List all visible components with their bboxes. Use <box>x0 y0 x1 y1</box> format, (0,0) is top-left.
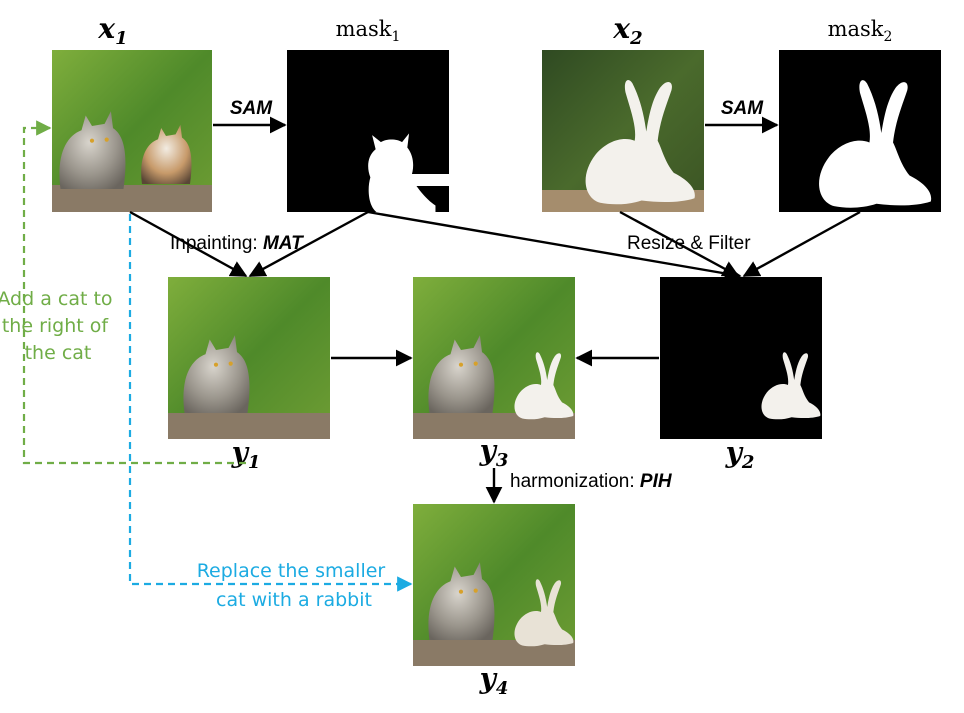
y2-label: y2 <box>725 436 755 473</box>
inpainting-label: Inpainting: MAT <box>170 233 304 254</box>
arrow-x1-to-y1 <box>129 210 248 278</box>
arrow-mask1-to-y2 <box>367 210 742 282</box>
arrow-mask1-to-y1 <box>248 210 369 278</box>
y2-image <box>660 277 822 439</box>
arrow-mask2-to-y2 <box>742 210 861 278</box>
x2-label: x2 <box>612 12 642 49</box>
x2-image <box>542 50 704 212</box>
y3-image <box>413 277 575 439</box>
y1-image <box>168 277 330 439</box>
x1-label: x1 <box>97 12 127 49</box>
harmonization-label: harmonization: PIH <box>510 471 673 492</box>
green-instruction-path <box>22 120 246 465</box>
mask1-image <box>287 50 449 213</box>
y4-image <box>413 504 575 666</box>
sam-label-2: SAM <box>721 98 764 119</box>
y1-label: y1 <box>231 436 261 473</box>
blue-instruction: Replace the smaller cat with a rabbit <box>197 560 392 611</box>
blue-instruction-path <box>128 214 413 592</box>
resize-filter-label: Resize & Filter <box>627 233 751 254</box>
mask1-label: mask1 <box>336 17 401 45</box>
mask2-image <box>779 50 941 212</box>
arrow-x2-to-y2 <box>619 210 740 278</box>
green-instruction: Add a cat to the right of the cat <box>0 288 119 364</box>
sam-label-1: SAM <box>230 98 273 119</box>
mask2-label: mask2 <box>828 17 893 45</box>
y3-label: y3 <box>479 434 509 471</box>
y4-label: y4 <box>479 662 509 699</box>
x1-image <box>52 50 212 212</box>
